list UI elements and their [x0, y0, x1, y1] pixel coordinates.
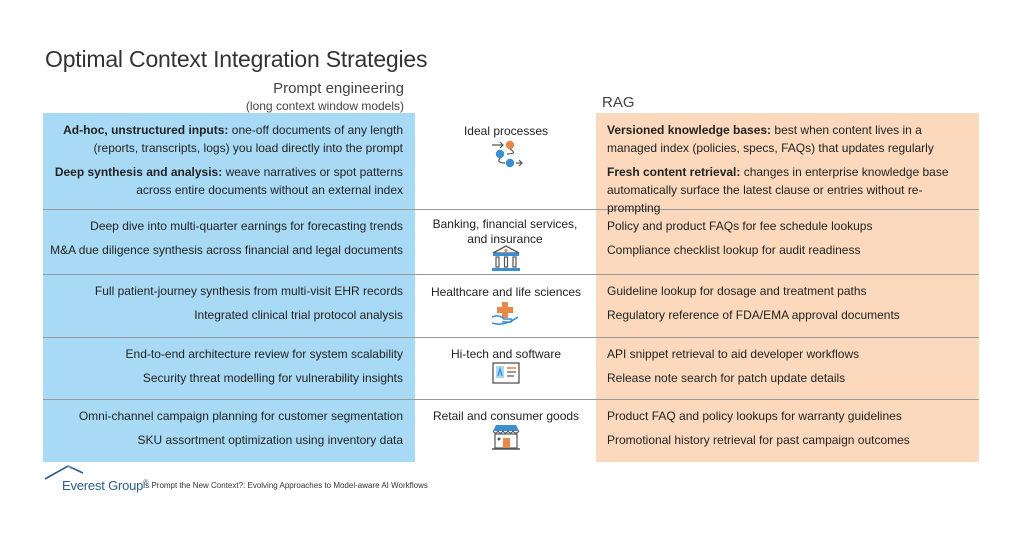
- rag-hitech-item: Release note search for patch update det…: [607, 371, 846, 385]
- healthcare-hand-icon: [491, 302, 519, 325]
- everest-logo-mountain-icon: [44, 465, 84, 480]
- everest-logo: Everest Group®: [62, 478, 149, 493]
- prompt-hitech: End-to-end architecture review for syste…: [43, 345, 403, 387]
- source-footnote: Is Prompt the New Context?: Evolving App…: [143, 481, 428, 490]
- rag-bfsi-item: Policy and product FAQs for fee schedule…: [607, 219, 873, 233]
- category-retail: Retail and consumer goods: [432, 409, 580, 423]
- category-ideal-processes: Ideal processes: [463, 124, 549, 138]
- rag-healthcare-item: Guideline lookup for dosage and treatmen…: [607, 284, 867, 298]
- prompt-healthcare: Full patient-journey synthesis from mult…: [43, 282, 403, 324]
- page-title: Optimal Context Integration Strategies: [45, 46, 428, 72]
- category-bfsi: Banking, financial services, and insuran…: [432, 217, 578, 246]
- rag-hitech: API snippet retrieval to aid developer w…: [607, 345, 972, 387]
- row-divider: [43, 274, 979, 275]
- row-divider: [43, 399, 979, 400]
- rag-healthcare-item: Regulatory reference of FDA/EMA approval…: [607, 308, 900, 322]
- prompt-engineering-header: Prompt engineering (long context window …: [180, 80, 404, 113]
- prompt-hitech-item: Security threat modelling for vulnerabil…: [142, 371, 403, 385]
- bank-icon: [492, 245, 520, 271]
- prompt-bfsi: Deep dive into multi-quarter earnings fo…: [43, 217, 403, 259]
- prompt-ideal-processes: Ad-hoc, unstructured inputs: one-off doc…: [43, 121, 403, 199]
- prompt-engineering-column: [43, 113, 415, 462]
- rag-hitech-item: API snippet retrieval to aid developer w…: [607, 347, 860, 361]
- rag-bfsi-item: Compliance checklist lookup for audit re…: [607, 243, 861, 257]
- rag-heading: RAG: [602, 94, 635, 111]
- category-healthcare: Healthcare and life sciences: [430, 285, 582, 299]
- prompt-hitech-item: End-to-end architecture review for syste…: [125, 347, 403, 361]
- process-flow-icon: [492, 140, 523, 168]
- category-hitech: Hi-tech and software: [450, 347, 562, 361]
- rag-retail: Product FAQ and policy lookups for warra…: [607, 407, 972, 449]
- row-divider: [43, 209, 979, 210]
- row-divider: [43, 337, 979, 338]
- prompt-engineering-subheading: (long context window models): [245, 99, 404, 113]
- rag-ideal-item: Versioned knowledge bases: best when con…: [607, 123, 934, 155]
- prompt-retail: Omni-channel campaign planning for custo…: [43, 407, 403, 449]
- rag-ideal-processes: Versioned knowledge bases: best when con…: [607, 121, 972, 217]
- prompt-ideal-item: Deep synthesis and analysis: weave narra…: [54, 165, 403, 197]
- prompt-bfsi-item: M&A due diligence synthesis across finan…: [50, 243, 403, 257]
- rag-column: [596, 113, 979, 462]
- store-icon: [492, 425, 520, 450]
- rag-bfsi: Policy and product FAQs for fee schedule…: [607, 217, 972, 259]
- rag-healthcare: Guideline lookup for dosage and treatmen…: [607, 282, 972, 324]
- prompt-retail-item: Omni-channel campaign planning for custo…: [78, 409, 403, 423]
- rag-retail-item: Promotional history retrieval for past c…: [607, 433, 910, 447]
- prompt-ideal-item: Ad-hoc, unstructured inputs: one-off doc…: [63, 123, 403, 155]
- software-screen-icon: [492, 362, 520, 384]
- prompt-engineering-heading: Prompt engineering: [273, 80, 404, 97]
- rag-ideal-item: Fresh content retrieval: changes in ente…: [607, 165, 949, 215]
- prompt-healthcare-item: Integrated clinical trial protocol analy…: [194, 308, 403, 322]
- rag-retail-item: Product FAQ and policy lookups for warra…: [607, 409, 902, 423]
- prompt-bfsi-item: Deep dive into multi-quarter earnings fo…: [90, 219, 403, 233]
- prompt-retail-item: SKU assortment optimization using invent…: [137, 433, 403, 447]
- prompt-healthcare-item: Full patient-journey synthesis from mult…: [94, 284, 403, 298]
